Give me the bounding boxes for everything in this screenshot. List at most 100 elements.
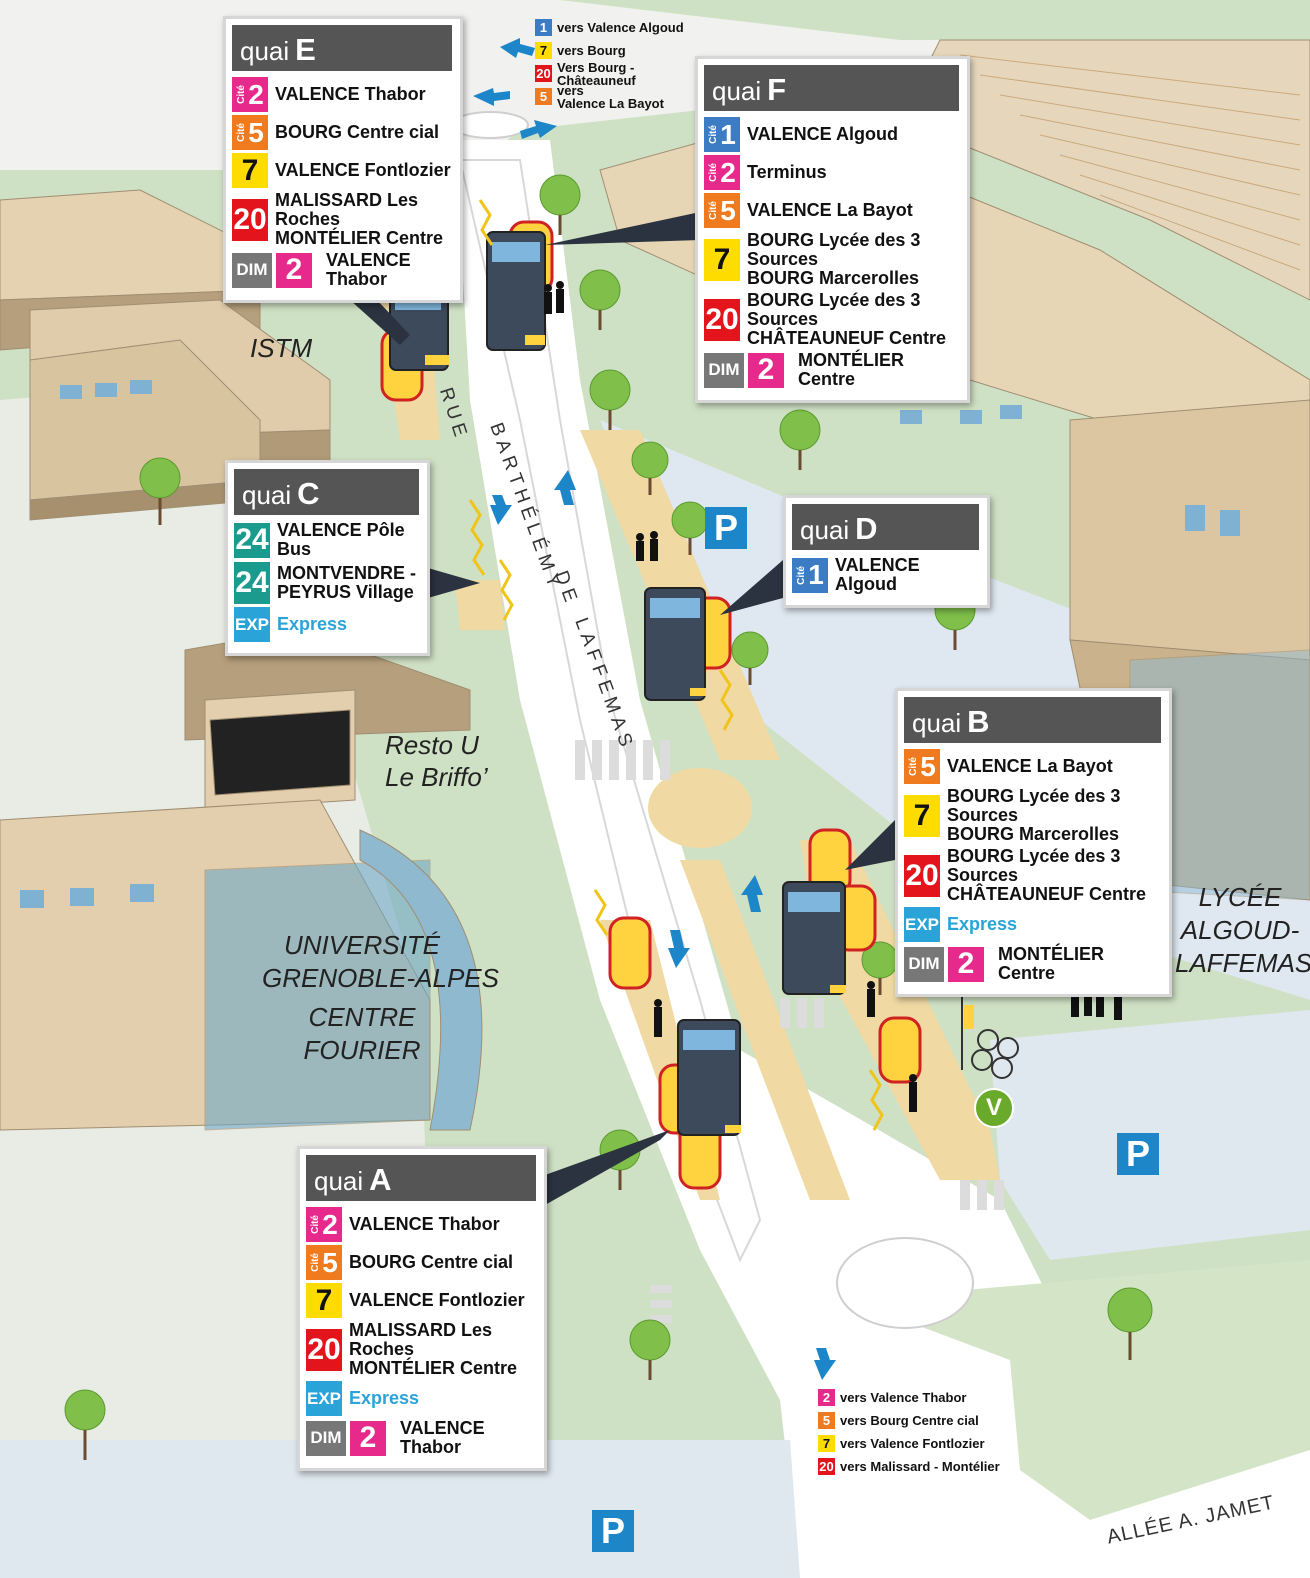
destination-text: VALENCE Algoud <box>835 555 920 594</box>
destination-text: VALENCE La Bayot <box>947 756 1113 776</box>
sunday-badge: DIM <box>904 946 944 982</box>
line-badge: 20 <box>704 298 740 341</box>
line-badge: 7 <box>704 238 740 281</box>
directions-top-legend: 1 vers Valence Algoud 7 vers Bourg 20 Vers Bo… <box>535 16 684 111</box>
destination-text: BOURG Centre cial <box>349 1252 514 1272</box>
destination-text: VALENCE Pôle Bus <box>277 520 405 559</box>
destination-text: VALENCE Thabor <box>326 250 411 289</box>
cite-line-badge: 1 <box>535 19 552 36</box>
parking-icon: P <box>705 507 747 549</box>
line-badge: 20 <box>818 1458 835 1475</box>
line-badge: 24 <box>234 522 270 558</box>
quai-word: quai <box>240 36 290 66</box>
line-badge: 20 <box>535 65 552 82</box>
univ-label-line1: UNIVERSITÉ <box>283 930 441 960</box>
destination-text: MONTÉLIER Centre <box>798 350 904 389</box>
line-badge: 7 <box>306 1283 342 1318</box>
direction-text: Vers Bourg -Châteauneuf <box>557 59 636 88</box>
express-badge: EXP <box>904 907 940 942</box>
line-badge: 2 <box>748 352 784 388</box>
destination-text: Express <box>947 914 1018 934</box>
cite-line-badge: 5 <box>818 1412 835 1429</box>
line-badge: 7 <box>904 794 940 837</box>
cite-line-badge: 5 <box>535 88 552 105</box>
line-badge: 2 <box>276 252 312 288</box>
destination-text: VALENCE Algoud <box>747 124 898 144</box>
destination-text: MONTVENDRE -PEYRUS Village <box>277 563 416 602</box>
line-badge: 20 <box>232 198 268 241</box>
lycee-label-line2: ALGOUD- <box>1180 915 1300 945</box>
parking-icon: P <box>1117 1133 1159 1175</box>
bike-station-icon: V <box>974 1088 1014 1128</box>
line-badge: 24 <box>234 562 270 604</box>
direction-row: 7 vers Bourg <box>535 39 684 62</box>
quai-letter: D <box>855 511 878 546</box>
direction-text: vers Bourg <box>557 43 626 58</box>
destination-text: VALENCE Thabor <box>275 84 426 104</box>
resto-label-line2: Le Briffo’ <box>385 762 488 792</box>
quai-letter: C <box>297 476 320 511</box>
parking-icon: P <box>592 1510 634 1552</box>
destination-text: VALENCE La Bayot <box>747 200 913 220</box>
line-badge: 7 <box>535 42 552 59</box>
destination-text: VALENCE Thabor <box>349 1214 500 1234</box>
quai-word: quai <box>242 480 292 510</box>
quai-letter: E <box>295 32 316 67</box>
direction-text: vers Malissard - Montélier <box>840 1459 1000 1474</box>
direction-text: vers Valence Algoud <box>557 20 684 35</box>
istm-label: ISTM <box>250 333 313 363</box>
route-row: EXP Express <box>904 907 1161 942</box>
express-badge: EXP <box>306 1381 342 1416</box>
univ-label-line3: CENTRE <box>308 1002 416 1032</box>
destination-text: VALENCE Fontlozier <box>349 1290 525 1310</box>
quai-letter: F <box>767 72 787 107</box>
direction-text: vers Bourg Centre cial <box>840 1413 979 1428</box>
destination-text: VALENCE Thabor <box>400 1418 485 1457</box>
sunday-badge: DIM <box>232 252 272 288</box>
quai-letter: A <box>369 1162 392 1197</box>
quai-word: quai <box>800 515 850 545</box>
direction-row: 1 vers Valence Algoud <box>535 16 684 39</box>
univ-label-line2: GRENOBLE-ALPES <box>262 963 499 993</box>
line-badge: 20 <box>306 1328 342 1371</box>
line-badge: 2 <box>350 1420 386 1456</box>
destination-text: Terminus <box>747 162 827 182</box>
quai-word: quai <box>712 76 762 106</box>
direction-row: 20 Vers Bourg -Châteauneuf <box>535 59 684 88</box>
